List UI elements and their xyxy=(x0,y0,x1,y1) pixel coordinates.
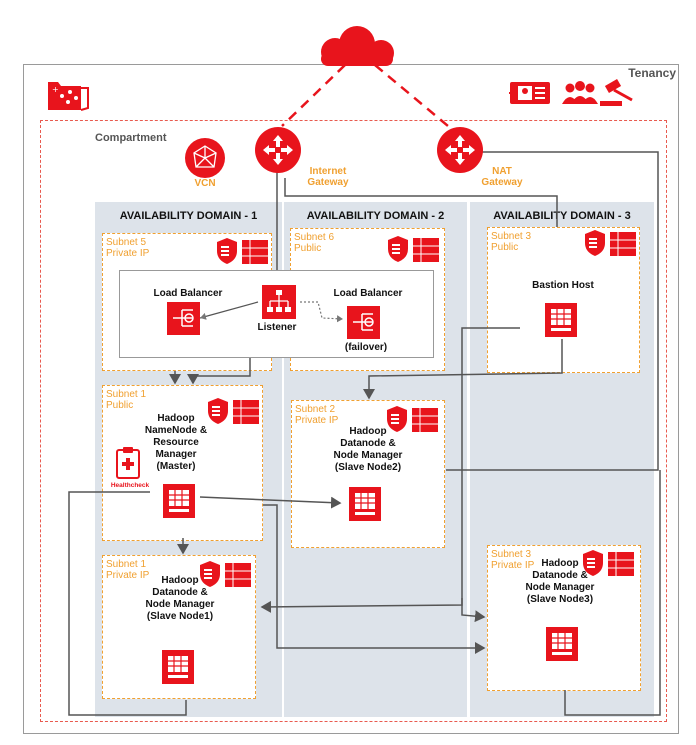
namenode-server-icon xyxy=(163,484,195,518)
subnet-6-type: Public xyxy=(294,243,322,254)
bastion-to-datanode1-connector xyxy=(260,327,520,613)
namenode-label-line1: Hadoop xyxy=(157,413,195,424)
nat-gateway-connector xyxy=(446,146,659,471)
datanode1-label-line4: (Slave Node1) xyxy=(146,611,214,622)
lb-to-namenode-connector xyxy=(187,358,251,385)
datanode3-label-line3: Node Manager xyxy=(525,582,595,593)
gavel-icon xyxy=(600,79,633,106)
datanode1-label-line3: Node Manager xyxy=(145,599,215,610)
datanode1-label: Hadoop Datanode & Node Manager (Slave No… xyxy=(122,575,238,623)
failover-label: (failover) xyxy=(344,342,388,353)
internet-gateway-router-icon xyxy=(255,127,301,173)
security-list-icon-subnet1-private xyxy=(200,561,251,587)
datanode3-label-line2: Datanode & xyxy=(532,570,588,581)
monitor-icon xyxy=(509,82,550,104)
namenode-label: Hadoop NameNode & Resource Manager (Mast… xyxy=(128,413,224,473)
cloud-icon xyxy=(321,26,394,66)
namenode-label-line2: NameNode & xyxy=(144,425,208,436)
datanode2-label-line3: Node Manager xyxy=(333,450,403,461)
datanode1-server-icon xyxy=(162,650,194,684)
availability-domain-3-title: AVAILABILITY DOMAIN - 3 xyxy=(493,210,631,222)
nat-gateway-label-line1: NAT xyxy=(492,166,512,177)
vcn-label: VCN xyxy=(194,178,216,189)
listener-to-lb-link xyxy=(199,301,259,320)
availability-domain-1-title: AVAILABILITY DOMAIN - 1 xyxy=(119,210,258,222)
load-balancer-icon xyxy=(167,302,200,335)
datanode2-server-icon xyxy=(349,487,381,521)
namenode-to-datanode3-connector xyxy=(263,504,486,654)
security-list-icon-subnet2 xyxy=(387,406,438,432)
internet-gateway-label-line2: Gateway xyxy=(307,177,349,188)
nat-gateway-router-icon xyxy=(437,127,483,173)
healthcheck-icon xyxy=(116,447,140,479)
subnet-3-public-type: Public xyxy=(491,242,519,253)
load-balancer-failover-icon xyxy=(347,306,380,339)
subnet-5-type: Private IP xyxy=(106,248,150,259)
availability-domain-2-title: AVAILABILITY DOMAIN - 2 xyxy=(306,210,445,222)
folder-icon: + xyxy=(48,82,89,111)
load-balancer-label: Load Balancer xyxy=(153,288,223,299)
nat-gateway-label: NAT Gateway xyxy=(472,166,532,188)
bastion-to-datanode3-connector xyxy=(461,598,486,623)
namenode-label-line5: (Master) xyxy=(156,461,196,472)
bastion-to-datanode2-connector xyxy=(363,339,563,400)
tenancy-label: Tenancy xyxy=(628,66,676,80)
outer-loop-left-connector xyxy=(68,491,187,716)
datanode3-label-line1: Hadoop xyxy=(541,558,579,569)
listener-label: Listener xyxy=(257,322,297,333)
security-list-icon-subnet1-public xyxy=(208,398,259,424)
vcn-icon xyxy=(185,138,225,178)
datanode1-label-line1: Hadoop xyxy=(161,575,199,586)
datanode2-label-line4: (Slave Node2) xyxy=(334,462,402,473)
listener-to-failover-link xyxy=(300,301,344,323)
datanode2-label-line2: Datanode & xyxy=(340,438,396,449)
subnet-1-private-type: Private IP xyxy=(106,570,150,581)
subnet-1-public-type: Public xyxy=(106,400,134,411)
internet-gateway-label-line1: Internet xyxy=(309,166,347,177)
listener-icon xyxy=(262,285,296,319)
datanode2-label: Hadoop Datanode & Node Manager (Slave No… xyxy=(310,426,426,474)
bastion-host-label: Bastion Host xyxy=(532,280,594,291)
healthcheck-label: Healthcheck xyxy=(110,482,150,489)
subnet-5-name: Subnet 5 xyxy=(106,237,147,248)
subnet-1-private-name: Subnet 1 xyxy=(106,559,147,570)
load-balancer-failover-label: Load Balancer xyxy=(333,288,403,299)
subnet-3-private-name: Subnet 3 xyxy=(491,549,532,560)
nat-gateway-label-line2: Gateway xyxy=(481,177,523,188)
svg-text:+: + xyxy=(52,85,59,94)
compartment-container xyxy=(40,120,667,722)
security-list-icon-subnet6 xyxy=(388,236,439,262)
security-list-icon-subnet3-private xyxy=(583,550,634,576)
users-icon xyxy=(562,81,598,104)
datanode3-label-line4: (Slave Node3) xyxy=(526,594,594,605)
security-list-icon-subnet5 xyxy=(217,238,268,264)
security-list-icon-subnet3-public xyxy=(585,230,636,256)
datanode1-label-line2: Datanode & xyxy=(152,587,208,598)
outer-loop-right-connector xyxy=(564,470,661,716)
internet-gateway-label: Internet Gateway xyxy=(296,166,360,188)
bastion-server-icon xyxy=(545,303,577,337)
subnet-2-type: Private IP xyxy=(295,415,339,426)
subnet-6-name: Subnet 6 xyxy=(294,232,335,243)
subnet-1-public-name: Subnet 1 xyxy=(106,389,147,400)
subnet-2-name: Subnet 2 xyxy=(295,404,336,415)
internet-link-left xyxy=(281,64,346,127)
subnet-3-private-type: Private IP xyxy=(491,560,535,571)
igw-to-bastion-connector xyxy=(284,178,558,227)
compartment-label: Compartment xyxy=(95,132,167,144)
datanode2-label-line1: Hadoop xyxy=(349,426,387,437)
subnet-3-public-name: Subnet 3 xyxy=(491,231,532,242)
internet-link-right xyxy=(374,64,449,127)
datanode3-label: Hadoop Datanode & Node Manager (Slave No… xyxy=(502,558,618,606)
namenode-label-line3: Resource xyxy=(153,437,199,448)
namenode-label-line4: Manager xyxy=(155,449,197,460)
namenode-to-datanode2-connector xyxy=(199,496,342,509)
datanode3-server-icon xyxy=(546,627,578,661)
